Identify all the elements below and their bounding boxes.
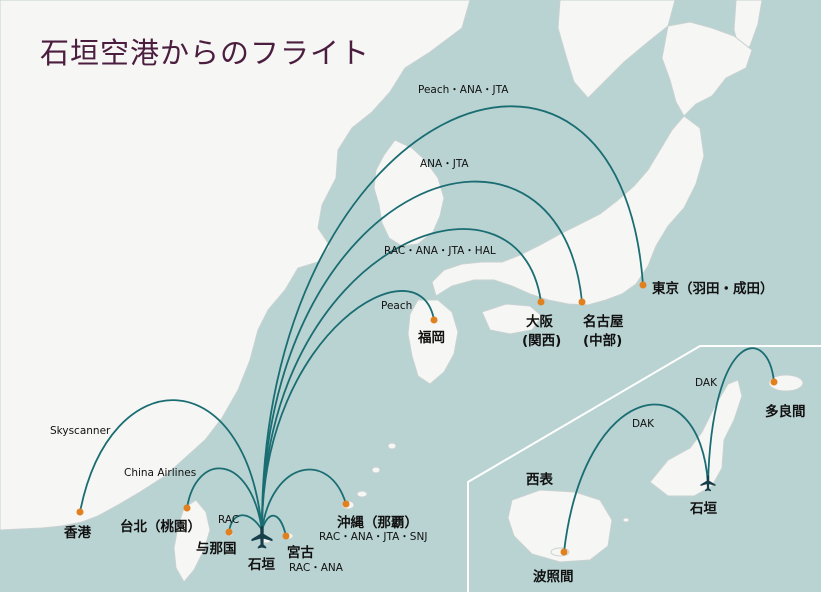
route-hongkong — [79, 399, 263, 531]
carrier-label-okinawa: RAC・ANA・JTA・SNJ — [319, 531, 428, 543]
city-label-okinawa: 沖縄（那覇） — [337, 515, 418, 531]
route-inset-hateruma — [563, 403, 709, 553]
land-honshu — [431, 115, 705, 306]
dot-okinawa — [342, 500, 350, 508]
city-label-yonaguni: 与那国 — [196, 541, 237, 557]
land-sakhalin — [733, 0, 763, 53]
inset-label-iriomote: 西表 — [526, 472, 553, 488]
carrier-label-tokyo: Peach・ANA・JTA — [418, 84, 509, 96]
city-label-miyako: 宮古 — [287, 545, 314, 561]
flight-routes — [79, 105, 775, 553]
city-label-nagoya-airport: (中部) — [583, 333, 623, 349]
land-russia — [557, 0, 676, 99]
inset-border — [467, 345, 821, 592]
land-mainland-asia — [0, 0, 471, 531]
carrier-label-nagoya: ANA・JTA — [420, 158, 469, 170]
inset-label-tarama: 多良間 — [765, 404, 806, 420]
dot-taipei — [183, 504, 191, 512]
route-osaka — [261, 228, 542, 531]
page-title: 石垣空港からのフライト — [40, 36, 371, 70]
carrier-label-hateruma: DAK — [632, 418, 654, 430]
city-label-tokyo: 東京（羽田・成田） — [652, 281, 774, 297]
airplane-icon — [251, 525, 273, 549]
land-taiwan — [173, 499, 211, 583]
land-iriomote — [507, 489, 613, 563]
route-okinawa — [261, 468, 347, 531]
inset-label-origin: 石垣 — [690, 501, 717, 517]
inset-label-hateruma: 波照間 — [533, 569, 574, 585]
route-miyako — [261, 514, 287, 537]
carrier-label-hongkong: Skyscanner — [50, 425, 111, 437]
dot-tarama — [770, 378, 778, 386]
dot-hateruma — [560, 548, 568, 556]
land-kyushu — [407, 299, 459, 385]
carrier-label-miyako: RAC・ANA — [289, 562, 343, 574]
carrier-label-yonaguni: RAC — [218, 514, 240, 526]
land-hokkaido — [661, 21, 753, 117]
land-tarama — [768, 374, 804, 392]
land-ishigaki — [649, 379, 743, 497]
dot-yonaguni — [225, 528, 233, 536]
route-nagoya — [261, 180, 583, 531]
route-taipei — [186, 467, 263, 531]
inset-airplane-icon — [700, 474, 716, 492]
dot-fukuoka — [430, 316, 438, 324]
route-tokyo — [261, 105, 644, 531]
carrier-label-fukuoka: Peach — [381, 300, 413, 312]
city-label-hongkong: 香港 — [64, 525, 91, 541]
city-label-taipei: 台北（桃園） — [120, 519, 201, 535]
land-islet — [622, 517, 630, 523]
inset-map — [467, 345, 821, 592]
dot-tokyo — [639, 281, 647, 289]
city-label-osaka: 大阪 — [526, 314, 553, 330]
land-shikoku — [481, 303, 543, 335]
carrier-label-osaka: RAC・ANA・JTA・HAL — [384, 245, 496, 257]
route-yonaguni — [228, 514, 263, 533]
dot-hongkong — [76, 508, 84, 516]
route-inset-tarama — [707, 347, 775, 485]
city-label-fukuoka: 福岡 — [418, 330, 445, 346]
carrier-label-tarama: DAK — [695, 377, 717, 389]
route-fukuoka — [261, 290, 435, 531]
city-label-nagoya: 名古屋 — [583, 314, 624, 330]
dot-osaka — [537, 298, 545, 306]
carrier-label-taipei: China Airlines — [124, 467, 197, 479]
dot-miyako — [282, 532, 290, 540]
city-label-origin: 石垣 — [248, 557, 275, 573]
dot-nagoya — [578, 298, 586, 306]
city-label-osaka-airport: (関西) — [522, 333, 562, 349]
destination-dots — [76, 281, 778, 556]
